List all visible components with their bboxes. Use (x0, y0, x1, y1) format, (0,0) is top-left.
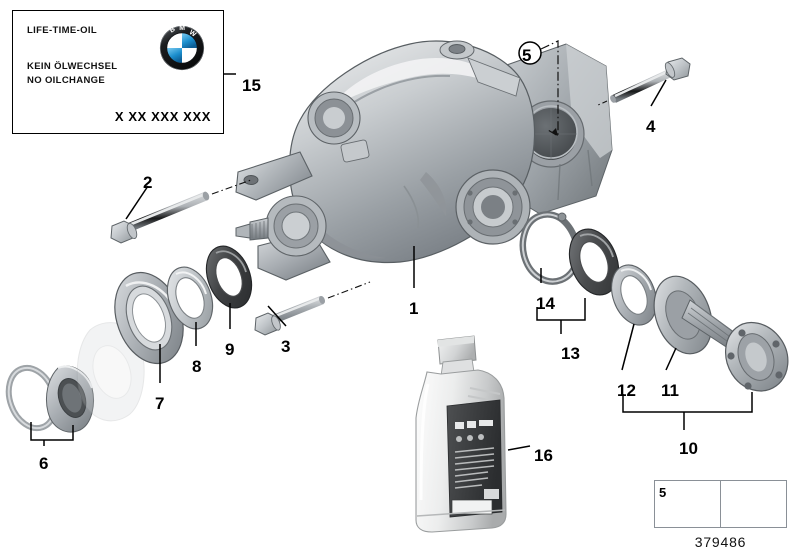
svg-text:B: B (169, 26, 177, 35)
shaft-seal-right (568, 228, 620, 296)
gear-oil-bottle (415, 335, 507, 533)
label-line-en: NO OILCHANGE (27, 75, 106, 86)
hex-bolt-long-lower (254, 281, 371, 336)
callout-15: 15 (242, 76, 261, 95)
callout-1: 1 (409, 299, 419, 318)
callout-14: 14 (536, 294, 555, 313)
callout-7: 7 (155, 394, 165, 413)
callout-leader-lines (125, 73, 677, 451)
diagram-number: 379486 (694, 534, 747, 550)
final-drive-housing (235, 40, 613, 281)
label-title: LIFE-TIME-OIL (27, 25, 97, 36)
callout-12: 12 (617, 381, 636, 400)
legend-box: 5 (654, 480, 787, 528)
callout-3: 3 (281, 337, 291, 356)
bracket-6 (30, 422, 74, 446)
svg-text:M: M (179, 25, 185, 32)
legend-nut-number: 5 (659, 485, 667, 500)
pinion-input-snout (235, 195, 327, 257)
oil-type-label: LIFE-TIME-OIL KEIN ÖLWECHSEL NO OILCHANG… (12, 10, 224, 134)
hex-bolt-long-upper (110, 179, 252, 244)
callout-9: 9 (225, 340, 235, 359)
callout-5: 5 (522, 46, 532, 65)
collar-bushing (45, 365, 94, 433)
label-part-number: X XX XXX XXX (114, 109, 211, 124)
label-line-de: KEIN ÖLWECHSEL (27, 61, 118, 72)
legend-arrow-cell (721, 481, 786, 527)
callout-6: 6 (39, 454, 49, 473)
callout-8: 8 (192, 357, 202, 376)
output-shaft-flange (653, 275, 789, 392)
spacer-ring (166, 266, 214, 330)
callout-11: 11 (661, 381, 679, 400)
seal-washer (611, 264, 657, 326)
callout-2: 2 (143, 173, 153, 192)
hex-bolt-rear (595, 57, 691, 107)
callout-10: 10 (679, 439, 698, 458)
left-output-bore (307, 91, 361, 145)
svg-text:W: W (188, 29, 198, 39)
shaft-seal-small (205, 245, 253, 309)
bearing-carrier-ghost (76, 322, 145, 422)
legend-nut-cell: 5 (655, 481, 721, 527)
bmw-roundel-logo: B M W (159, 25, 205, 71)
right-output-bore (455, 169, 531, 245)
callout-13: 13 (561, 344, 580, 363)
callout-16: 16 (534, 446, 553, 465)
bracket-13 (536, 298, 586, 334)
callout-4: 4 (646, 117, 656, 136)
shaft-seal-large (114, 271, 184, 365)
bracket-10 (622, 392, 753, 430)
callout-5-leader (518, 40, 559, 138)
